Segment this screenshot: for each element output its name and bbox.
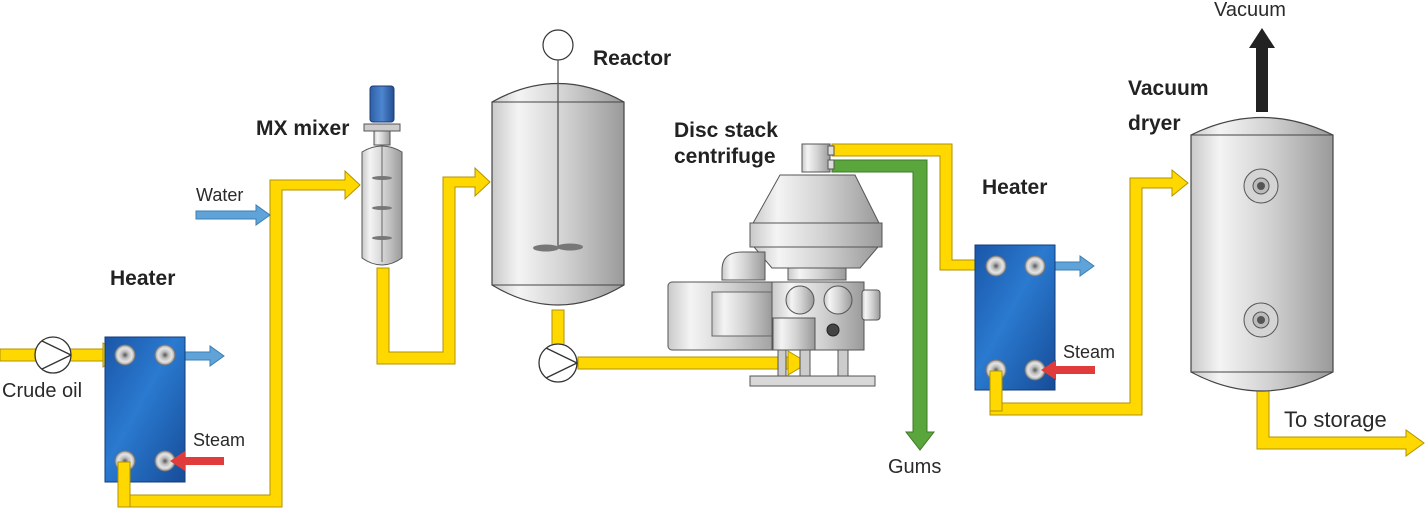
oil-line-pump-to-centrifuge: [577, 356, 794, 370]
label-reactor: Reactor: [593, 47, 672, 70]
oil-line-heater2-to-dryer: [989, 168, 1189, 416]
label-centrifuge-line2: centrifuge: [674, 145, 776, 168]
heater-2: [974, 244, 1056, 391]
oil-line-to-storage: [1256, 389, 1425, 457]
oil-line-pump-to-heater: [69, 348, 109, 362]
label-heater-1: Heater: [110, 267, 176, 290]
oil-lines: [0, 143, 1425, 508]
label-to-storage: To storage: [1284, 407, 1387, 432]
oil-line-heater2-out: [989, 370, 1003, 412]
port-icon: [114, 344, 136, 366]
oil-line-reactor-to-pump: [551, 309, 565, 347]
port-icon: [1024, 255, 1046, 277]
vacuum-dryer: [1190, 117, 1334, 392]
mx-mixer: [361, 85, 403, 266]
oil-line-mixer-to-reactor: [376, 166, 491, 365]
label-dryer-line1: Vacuum: [1128, 77, 1209, 100]
label-dryer-line2: dryer: [1128, 112, 1181, 135]
pump-1-icon: [34, 336, 72, 374]
gums-line: [831, 159, 936, 451]
steam-in-arrow-heater2: [1041, 360, 1095, 380]
label-heater-2: Heater: [982, 176, 1048, 199]
oil-arrow-centrifuge-in: [787, 350, 809, 376]
reactor: [491, 29, 625, 306]
label-steam-2: Steam: [1063, 342, 1116, 362]
label-water: Water: [196, 185, 244, 205]
port-icon: [985, 255, 1007, 277]
label-vacuum: Vacuum: [1214, 0, 1286, 21]
manway-lower-icon: [1243, 302, 1279, 338]
mixer-motor-icon: [369, 85, 395, 123]
steam-in-arrow-heater1: [170, 451, 224, 471]
oil-line-crude-in: [0, 348, 37, 362]
port-icon: [154, 344, 176, 366]
oil-line-heater1-out: [117, 461, 131, 508]
label-mx-mixer: MX mixer: [256, 117, 350, 140]
manway-upper-icon: [1243, 168, 1279, 204]
oil-line-heater1-to-mixer: [117, 169, 361, 508]
label-crude-oil: Crude oil: [2, 380, 83, 402]
agitator-motor-icon: [542, 29, 574, 61]
label-steam-1: Steam: [193, 430, 246, 450]
disc-stack-centrifuge: [667, 143, 883, 387]
water-in-arrow: [195, 204, 271, 226]
label-gums: Gums: [888, 456, 942, 478]
label-centrifuge-line1: Disc stack: [674, 119, 778, 142]
vacuum-arrow: [1249, 28, 1275, 112]
pump-2-icon: [538, 343, 578, 383]
